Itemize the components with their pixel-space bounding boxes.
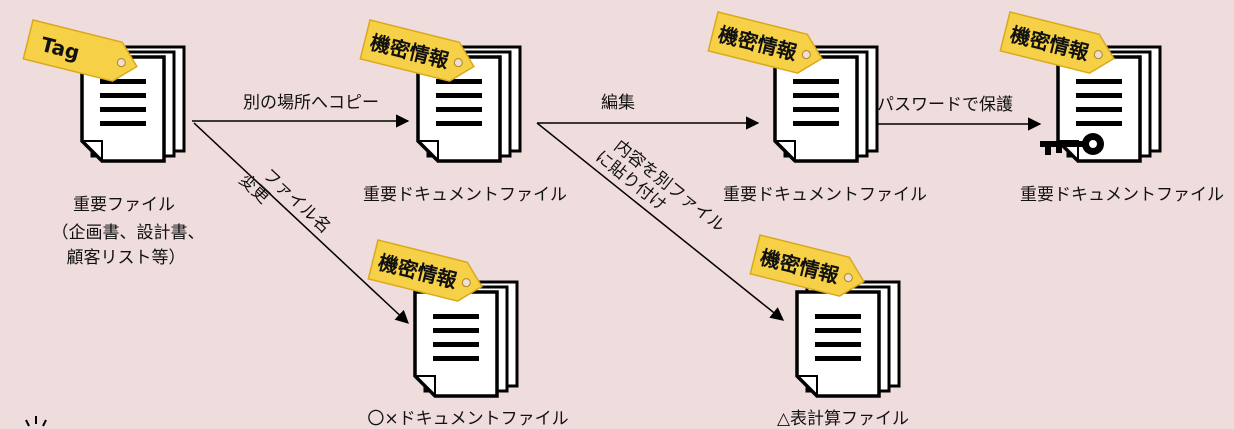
document-stack-icon <box>413 280 519 398</box>
node-caption-line1: 重要ファイル <box>73 195 175 215</box>
edge-label-copy: 別の場所へコピー <box>243 93 379 113</box>
node-caption: 重要ドキュメントファイル <box>363 185 567 205</box>
arrow-rename <box>193 122 409 324</box>
key-icon <box>1040 133 1104 155</box>
node-protected: 機密情報 重要ドキュメントファイル <box>999 11 1224 205</box>
node-renamed: 機密情報 〇×ドキュメントファイル <box>367 239 569 429</box>
document-stack-icon <box>795 280 901 398</box>
edge-label-rename-line1: ファイル名 <box>259 165 335 238</box>
node-caption: 重要ドキュメントファイル <box>723 185 927 205</box>
edge-label-password: パスワードで保護 <box>877 95 1013 115</box>
tag-icon: Tag <box>22 19 143 87</box>
node-caption: 重要ドキュメントファイル <box>1020 185 1224 205</box>
sparkle-icon <box>25 416 47 427</box>
edge-label-edit: 編集 <box>601 93 635 113</box>
arrow-paste <box>536 122 785 321</box>
node-caption: △表計算ファイル <box>777 409 909 429</box>
node-pasted: 機密情報 △表計算ファイル <box>749 234 909 429</box>
node-source: Tag 重要ファイル （企画書、設計書、 顧客リスト等） <box>22 19 205 268</box>
node-caption-line3: 顧客リスト等） <box>67 248 186 268</box>
node-caption-line2: （企画書、設計書、 <box>52 223 205 243</box>
node-caption: 〇×ドキュメントファイル <box>367 409 568 429</box>
node-copy: 機密情報 重要ドキュメントファイル <box>359 19 567 205</box>
